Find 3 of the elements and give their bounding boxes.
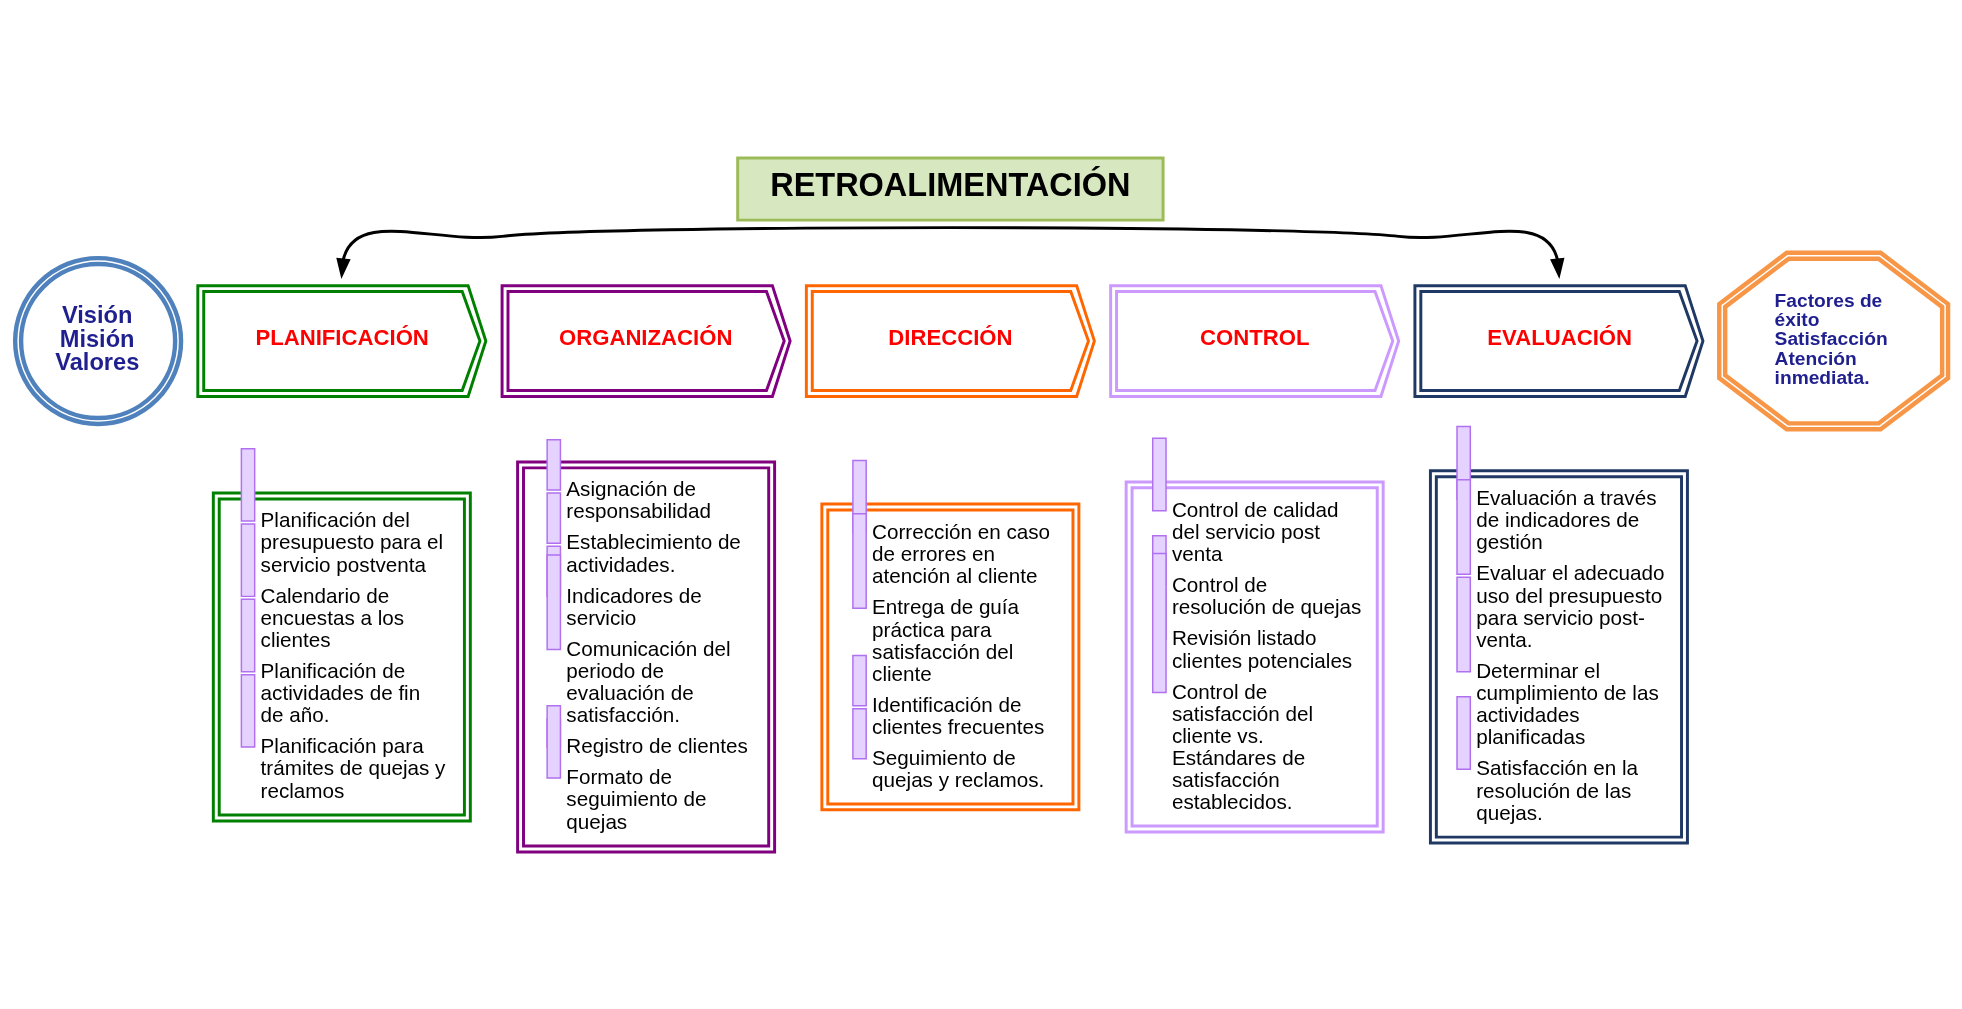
node-box: RETROALIMENTACIÓN — [735, 156, 1165, 222]
arrow — [335, 225, 1564, 279]
node-circle: Visión Misión Valores — [12, 255, 183, 426]
